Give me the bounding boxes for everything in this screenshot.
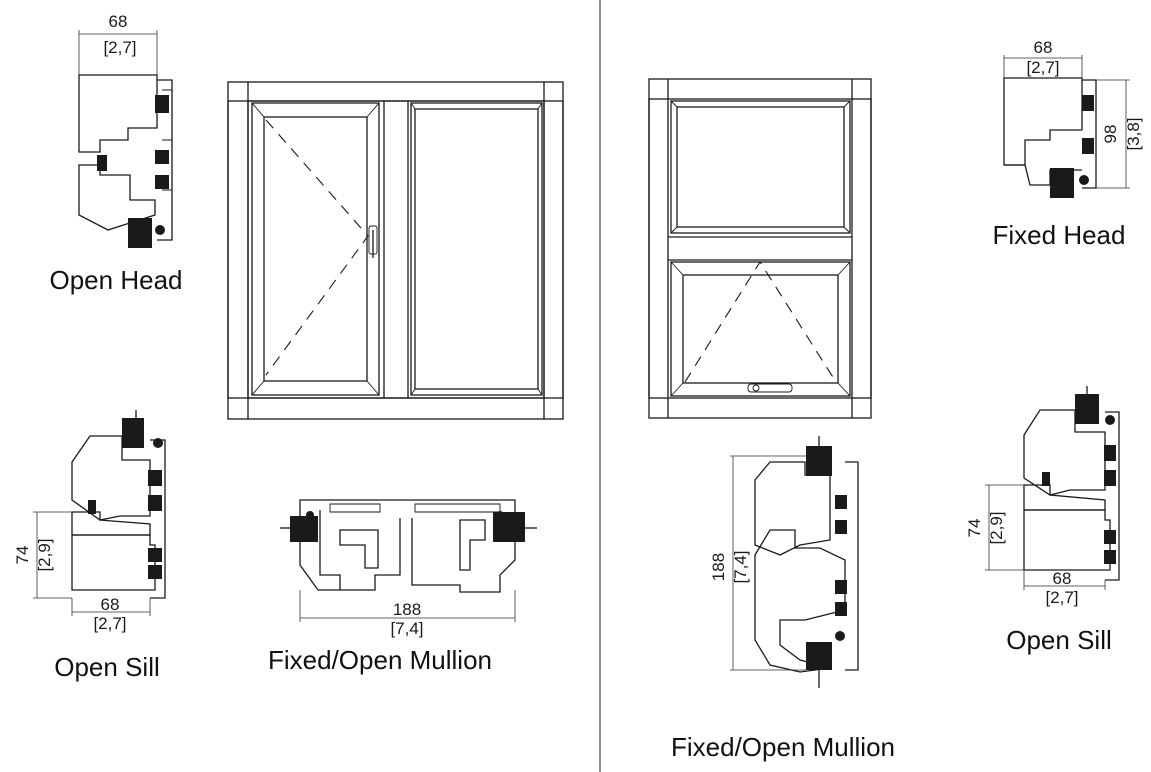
mullion-right-section: 188 [7,4] Fixed/Open Mullion [671, 436, 895, 762]
open-sill-right-height-dim-inch: [2,9] [987, 511, 1006, 544]
open-sill-right-width-dim-inch: [2,7] [1045, 588, 1078, 607]
open-sill-left-height-dim: 74 [13, 546, 32, 565]
open-head-width-dim-inch: [2,7] [103, 38, 136, 57]
mullion-right-label: Fixed/Open Mullion [671, 732, 895, 762]
casement-window-elevation [227, 81, 564, 420]
open-head-label: Open Head [50, 265, 183, 295]
fixed-head-height-dim-inch: [3,8] [1124, 117, 1143, 150]
open-sill-right-section: 74 [2,9] 68 [2,7] Open Sill [965, 386, 1120, 655]
open-head-section: 68 [2,7] Open Head [50, 12, 183, 295]
fixed-head-section: 68 [2,7] 98 [3,8] Fixed Head [993, 38, 1143, 250]
mullion-left-section: 188 [7,4] Fixed/Open Mullion [268, 499, 537, 675]
open-head-width-dim: 68 [109, 12, 128, 31]
mullion-left-width-dim: 188 [393, 600, 421, 619]
mullion-left-width-dim-inch: [7,4] [390, 619, 423, 638]
open-sill-right-height-dim: 74 [965, 519, 984, 538]
fixed-head-width-dim: 68 [1034, 38, 1053, 57]
awning-window-elevation [648, 78, 872, 419]
mullion-right-height-dim-inch: [7,4] [731, 550, 750, 583]
open-sill-right-label: Open Sill [1006, 625, 1112, 655]
awning-handle-icon [747, 383, 793, 393]
open-sill-left-section: 74 [2,9] 68 [2,7] Open Sill [13, 410, 166, 682]
open-sill-right-width-dim: 68 [1053, 569, 1072, 588]
mullion-left-label: Fixed/Open Mullion [268, 645, 492, 675]
open-sill-left-width-dim-inch: [2,7] [93, 614, 126, 633]
open-sill-left-label: Open Sill [54, 652, 160, 682]
open-sill-left-height-dim-inch: [2,9] [35, 538, 54, 571]
open-sill-left-width-dim: 68 [101, 595, 120, 614]
fixed-head-label: Fixed Head [993, 220, 1126, 250]
fixed-head-height-dim: 98 [1101, 125, 1120, 144]
fixed-head-width-dim-inch: [2,7] [1026, 58, 1059, 77]
mullion-right-height-dim: 188 [709, 553, 728, 581]
